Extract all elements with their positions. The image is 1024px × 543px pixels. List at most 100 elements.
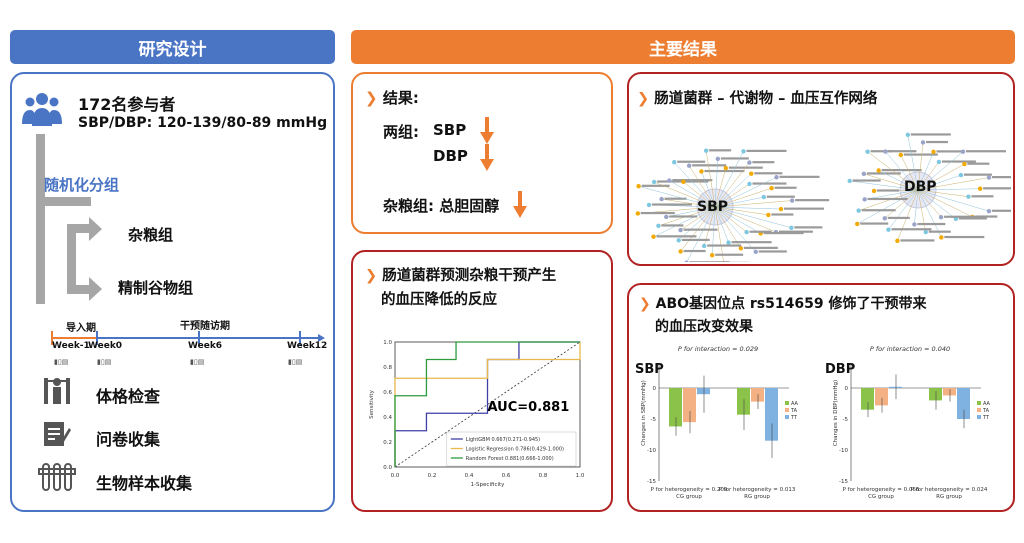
svg-text:▮▯▤: ▮▯▤ [288, 358, 302, 366]
roc-legend-label: Random Forest 0.881(0.666-1.000) [466, 456, 554, 462]
roc-x-tick: 0.0 [391, 473, 400, 479]
network-edge [917, 151, 934, 191]
network-node-label [971, 195, 994, 198]
abo-y-tick: -15 [647, 479, 656, 485]
network-node-label [731, 241, 772, 244]
roc-y-tick: 1.0 [383, 340, 392, 346]
abo-legend-swatch [977, 408, 981, 412]
network-node-label [870, 150, 893, 153]
abo-group-label: CG group [868, 494, 894, 500]
roc-x-tick: 0.4 [465, 473, 474, 479]
network-node-label [888, 150, 917, 153]
activity-biosample: 生物样本收集 [96, 474, 193, 493]
abo-dbp-label: DBP [825, 362, 856, 377]
network-node-label [746, 149, 787, 152]
network-edge [686, 206, 716, 262]
abo-interaction-p: P for interaction = 0.029 [678, 345, 758, 353]
network-node [977, 186, 983, 191]
roc-y-label: Sensitivity [369, 389, 375, 418]
network-node [651, 234, 656, 239]
network-node-label [936, 150, 965, 153]
network-node [678, 227, 683, 233]
roc-y-tick: 0.0 [383, 465, 392, 471]
network-node [709, 252, 715, 258]
grain-group-result: 杂粮组: 总胆固醇 [383, 197, 500, 215]
network-node [882, 216, 887, 221]
down-arrow-icon [480, 117, 494, 144]
abo-bar [957, 388, 970, 419]
activity-questionnaire: 问卷收集 [96, 430, 161, 449]
network-node [753, 249, 758, 255]
network-node-label [784, 207, 825, 210]
network-edge [714, 206, 769, 216]
network-node [871, 188, 877, 194]
network-edge [858, 189, 919, 211]
network-edge [714, 206, 782, 210]
network-node-label [763, 231, 804, 235]
network-node-label [992, 176, 1011, 179]
followup-label: 干预随访期 [180, 321, 230, 332]
network-node [738, 246, 744, 251]
biosample-icon [38, 463, 76, 491]
network-node-label [754, 172, 783, 175]
sbp-result-label: SBP [433, 121, 467, 139]
network-edge [878, 170, 919, 191]
network-node-label [728, 166, 763, 169]
abo-title-line2: 的血压改变效果 [655, 319, 753, 335]
network-node [895, 238, 900, 244]
network-edge [701, 171, 716, 208]
network-node [744, 229, 749, 235]
network-node-label [861, 209, 896, 212]
randomization-arrows [36, 134, 102, 304]
network-node [741, 149, 746, 154]
abo-bar [929, 388, 942, 401]
network-node-label [686, 180, 709, 183]
roc-legend-box [446, 431, 577, 467]
network-node-label [766, 195, 795, 198]
network-node [905, 132, 911, 138]
network-node [769, 185, 774, 191]
network-node-label [867, 197, 908, 201]
network-edge [638, 185, 716, 208]
network-node [931, 149, 936, 155]
network-node [847, 178, 852, 184]
network-node-label [881, 168, 922, 172]
roc-y-tick: 0.6 [383, 390, 392, 396]
network-edge [714, 200, 793, 208]
network-node-label [903, 153, 938, 156]
network-edge [917, 189, 973, 218]
network-node-label [778, 230, 813, 233]
participants-icon [22, 93, 62, 126]
network-node [636, 184, 641, 189]
network-node [862, 197, 867, 202]
network-edge [888, 189, 919, 230]
abo-het-p: P for heterogeneity = 0.209 [651, 487, 728, 493]
network-edge [714, 187, 772, 208]
network-graph [635, 132, 1011, 262]
network-node [912, 222, 917, 227]
network-node [774, 175, 779, 180]
network-node [939, 235, 944, 240]
results-title: 结果: [382, 89, 419, 107]
roc-x-tick: 0.2 [428, 473, 437, 479]
study-design-title: 研究设计 [138, 39, 207, 60]
network-edge [849, 180, 919, 191]
roc-curve-series [394, 342, 581, 467]
network-edge [917, 161, 940, 191]
network-edge [714, 162, 750, 208]
study-design-header: 研究设计 [10, 30, 335, 64]
network-node-label [656, 235, 697, 238]
abo-y-tick: -10 [839, 448, 848, 454]
network-node [715, 156, 721, 162]
network-node-label [941, 160, 976, 163]
network-node [686, 163, 692, 168]
randomization-label: 随机化分组 [44, 176, 120, 194]
network-edge [900, 154, 919, 191]
network-node-label [900, 239, 935, 242]
network-edge [917, 177, 990, 191]
network-dbp-node: DBP [904, 179, 937, 195]
network-node-label [689, 261, 730, 262]
network-edge [917, 188, 981, 191]
abo-y-label: Changes in SBP(mmHg) [641, 380, 647, 446]
roc-x-label: 1-Specificity [471, 482, 506, 488]
